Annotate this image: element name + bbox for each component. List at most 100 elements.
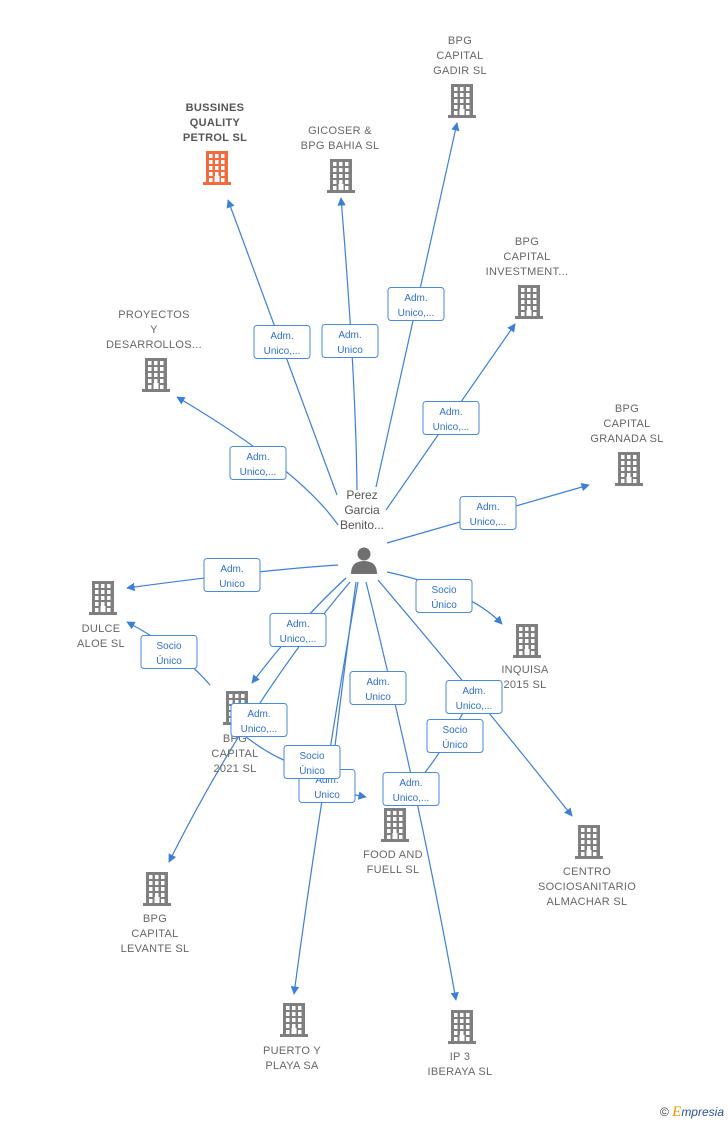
building-icon	[143, 872, 171, 906]
company-label-line: BUSSINES	[186, 102, 245, 114]
edge-label-line: Unico	[365, 692, 391, 703]
edge-label-line: Adm.	[404, 293, 427, 304]
building-icon	[203, 151, 231, 185]
company-label-line: ALOE SL	[77, 638, 125, 650]
edge-label-line: Socio	[442, 725, 467, 736]
edge-label-box[interactable]: Adm. Unico,...	[253, 325, 311, 359]
person-name-line: Benito...	[340, 518, 384, 532]
person-name-line: Perez	[346, 488, 377, 502]
company-label-line: CAPITAL	[131, 928, 178, 940]
building-icon	[280, 1003, 308, 1037]
building-icon	[448, 1010, 476, 1044]
edge-label-box[interactable]: Adm.Unico	[321, 324, 379, 358]
edge-label-box[interactable]: Adm. Unico,...	[459, 496, 517, 530]
company-node-dulce[interactable]: DULCE ALOE SL	[77, 581, 125, 650]
edge-label-line: Adm.	[366, 677, 389, 688]
edge-label-line: Socio	[299, 751, 324, 762]
company-label-line: BPG	[615, 403, 639, 415]
building-icon	[513, 624, 541, 658]
edge-label-line: Unico	[219, 579, 245, 590]
company-label-line: BPG	[515, 236, 539, 248]
company-node-proyectos[interactable]: PROYECTOS Y DESARROLLOS...	[106, 309, 202, 392]
edge-label-line: Adm.	[439, 407, 462, 418]
edge-label-box[interactable]: Adm. Unico	[349, 671, 407, 705]
person-node[interactable]: PerezGarciaBenito...	[340, 488, 384, 574]
edge-label-line: Adm.	[338, 330, 361, 341]
company-label-line: 2021 SL	[213, 763, 256, 775]
company-label-line: CAPITAL	[503, 251, 550, 263]
edge-label-line: Adm.	[315, 775, 338, 786]
edge-label-line: Unico,...	[398, 308, 435, 319]
company-label-line: Y	[150, 324, 158, 336]
edge-label-line: Unico,...	[470, 517, 507, 528]
company-node-investment[interactable]: BPG CAPITAL INVESTMENT...	[486, 236, 569, 319]
building-icon	[327, 159, 355, 193]
company-label-line: CAPITAL	[436, 50, 483, 62]
edge-label-box[interactable]: Adm.Unico,...	[382, 772, 440, 806]
edge-label-line: Adm.	[476, 502, 499, 513]
building-icon	[575, 825, 603, 859]
edge-label-line: Único	[156, 654, 182, 667]
edge-label-line: Único	[442, 738, 468, 751]
edge-label-box[interactable]: Adm.Unico	[203, 558, 261, 592]
company-label-line: BPG	[143, 913, 167, 925]
company-label-line: GICOSER &	[308, 125, 372, 137]
person-name-line: Garcia	[344, 503, 380, 517]
brand-initial: E	[672, 1104, 682, 1120]
edge-label-line: Socio	[156, 641, 181, 652]
edge-label-box[interactable]: Adm. Unico,...	[387, 287, 445, 321]
copyright-symbol: ©	[659, 1105, 669, 1119]
company-label-line: FOOD AND	[363, 849, 423, 861]
company-label-line: GRANADA SL	[590, 433, 663, 445]
edge-label-line: Adm.	[270, 331, 293, 342]
company-node-granada[interactable]: BPG CAPITAL GRANADA SL	[590, 403, 663, 486]
edge-label-line: Socio	[431, 585, 456, 596]
company-label-line: CAPITAL	[603, 418, 650, 430]
company-label-line: 2015 SL	[503, 679, 546, 691]
company-node-gicoser[interactable]: GICOSER & BPG BAHIA SL	[301, 125, 380, 193]
company-label-line: BPG BAHIA SL	[301, 140, 380, 152]
company-label-line: PLAYA SA	[265, 1060, 319, 1072]
company-label-line: DULCE	[82, 623, 121, 635]
edge-label-line: Unico,...	[264, 346, 301, 357]
edge-label-line: Adm.	[286, 619, 309, 630]
building-icon	[448, 84, 476, 118]
company-label-line: CENTRO	[563, 866, 611, 878]
edge-label-line: Adm.	[462, 686, 485, 697]
company-label-line: PROYECTOS	[118, 309, 190, 321]
edge-label-box[interactable]: Adm. Unico,...	[422, 401, 480, 435]
edge-label-box[interactable]: Adm. Unico,...	[445, 680, 503, 714]
edge-label-line: Unico	[314, 790, 340, 801]
edge-label-box[interactable]: Adm.Unico,...	[269, 613, 327, 647]
edge-person-to-gicoser	[337, 197, 358, 491]
empresia-watermark: © Empresia	[660, 1104, 724, 1121]
company-label-line: INVESTMENT...	[486, 266, 569, 278]
edge-label-line: Adm.	[247, 709, 270, 720]
building-icon	[615, 452, 643, 486]
edge-label-box[interactable]: Adm.Unico,...	[229, 446, 287, 480]
brand-rest: mpresia	[681, 1105, 724, 1119]
company-label-line: DESARROLLOS...	[106, 339, 202, 351]
building-icon	[381, 808, 409, 842]
edge-label-box[interactable]: Adm. Unico,...	[230, 703, 288, 737]
edge-label-line: Unico,...	[456, 701, 493, 712]
edge-label-line: Único	[299, 764, 325, 777]
edge-label-line: Unico,...	[241, 724, 278, 735]
edge-label-line: Unico,...	[433, 422, 470, 433]
company-label-line: ALMACHAR SL	[547, 896, 628, 908]
building-icon	[142, 358, 170, 392]
company-label-line: QUALITY	[190, 117, 241, 129]
